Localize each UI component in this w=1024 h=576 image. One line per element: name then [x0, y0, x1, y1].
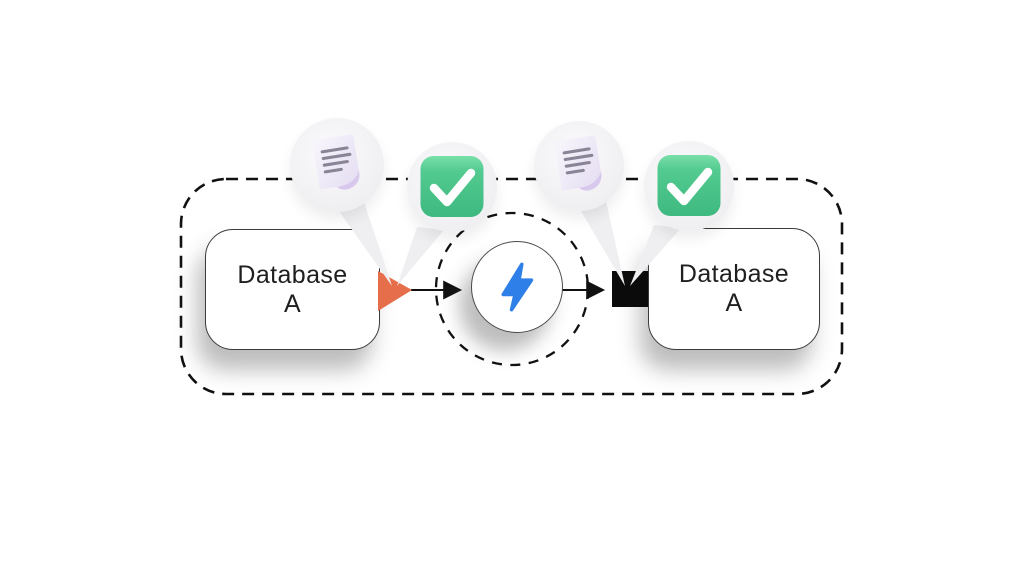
check-icon [420, 156, 484, 217]
check-square [420, 156, 484, 217]
document-icon [312, 134, 360, 190]
document-text-lines [562, 147, 594, 175]
callout-tail-doc-right [578, 201, 625, 286]
lightning-icon [501, 262, 534, 312]
target-database-label-line2: A [725, 289, 743, 317]
lightning-bolt-shape [501, 262, 534, 312]
document-text-lines [320, 146, 352, 174]
source-database-label-line1: Database [237, 260, 348, 289]
black-square-port [612, 271, 648, 307]
source-database-label-line2: A [283, 289, 302, 318]
callout-tail-check-left [397, 227, 444, 286]
callout-bubble-doc-left [290, 118, 384, 212]
check-icon [657, 155, 721, 216]
source-database-node: Database A [205, 229, 380, 350]
callout-bubble-doc-right [534, 121, 624, 211]
target-database-label-line1: Database [678, 260, 790, 288]
callout-bubble-check-left [407, 142, 497, 232]
process-node [471, 241, 563, 333]
check-square [657, 155, 721, 216]
orange-triangle-port [378, 271, 412, 311]
target-database-node: Database A [648, 228, 820, 350]
callout-bubble-check-right [644, 141, 734, 231]
document-icon [554, 135, 602, 191]
